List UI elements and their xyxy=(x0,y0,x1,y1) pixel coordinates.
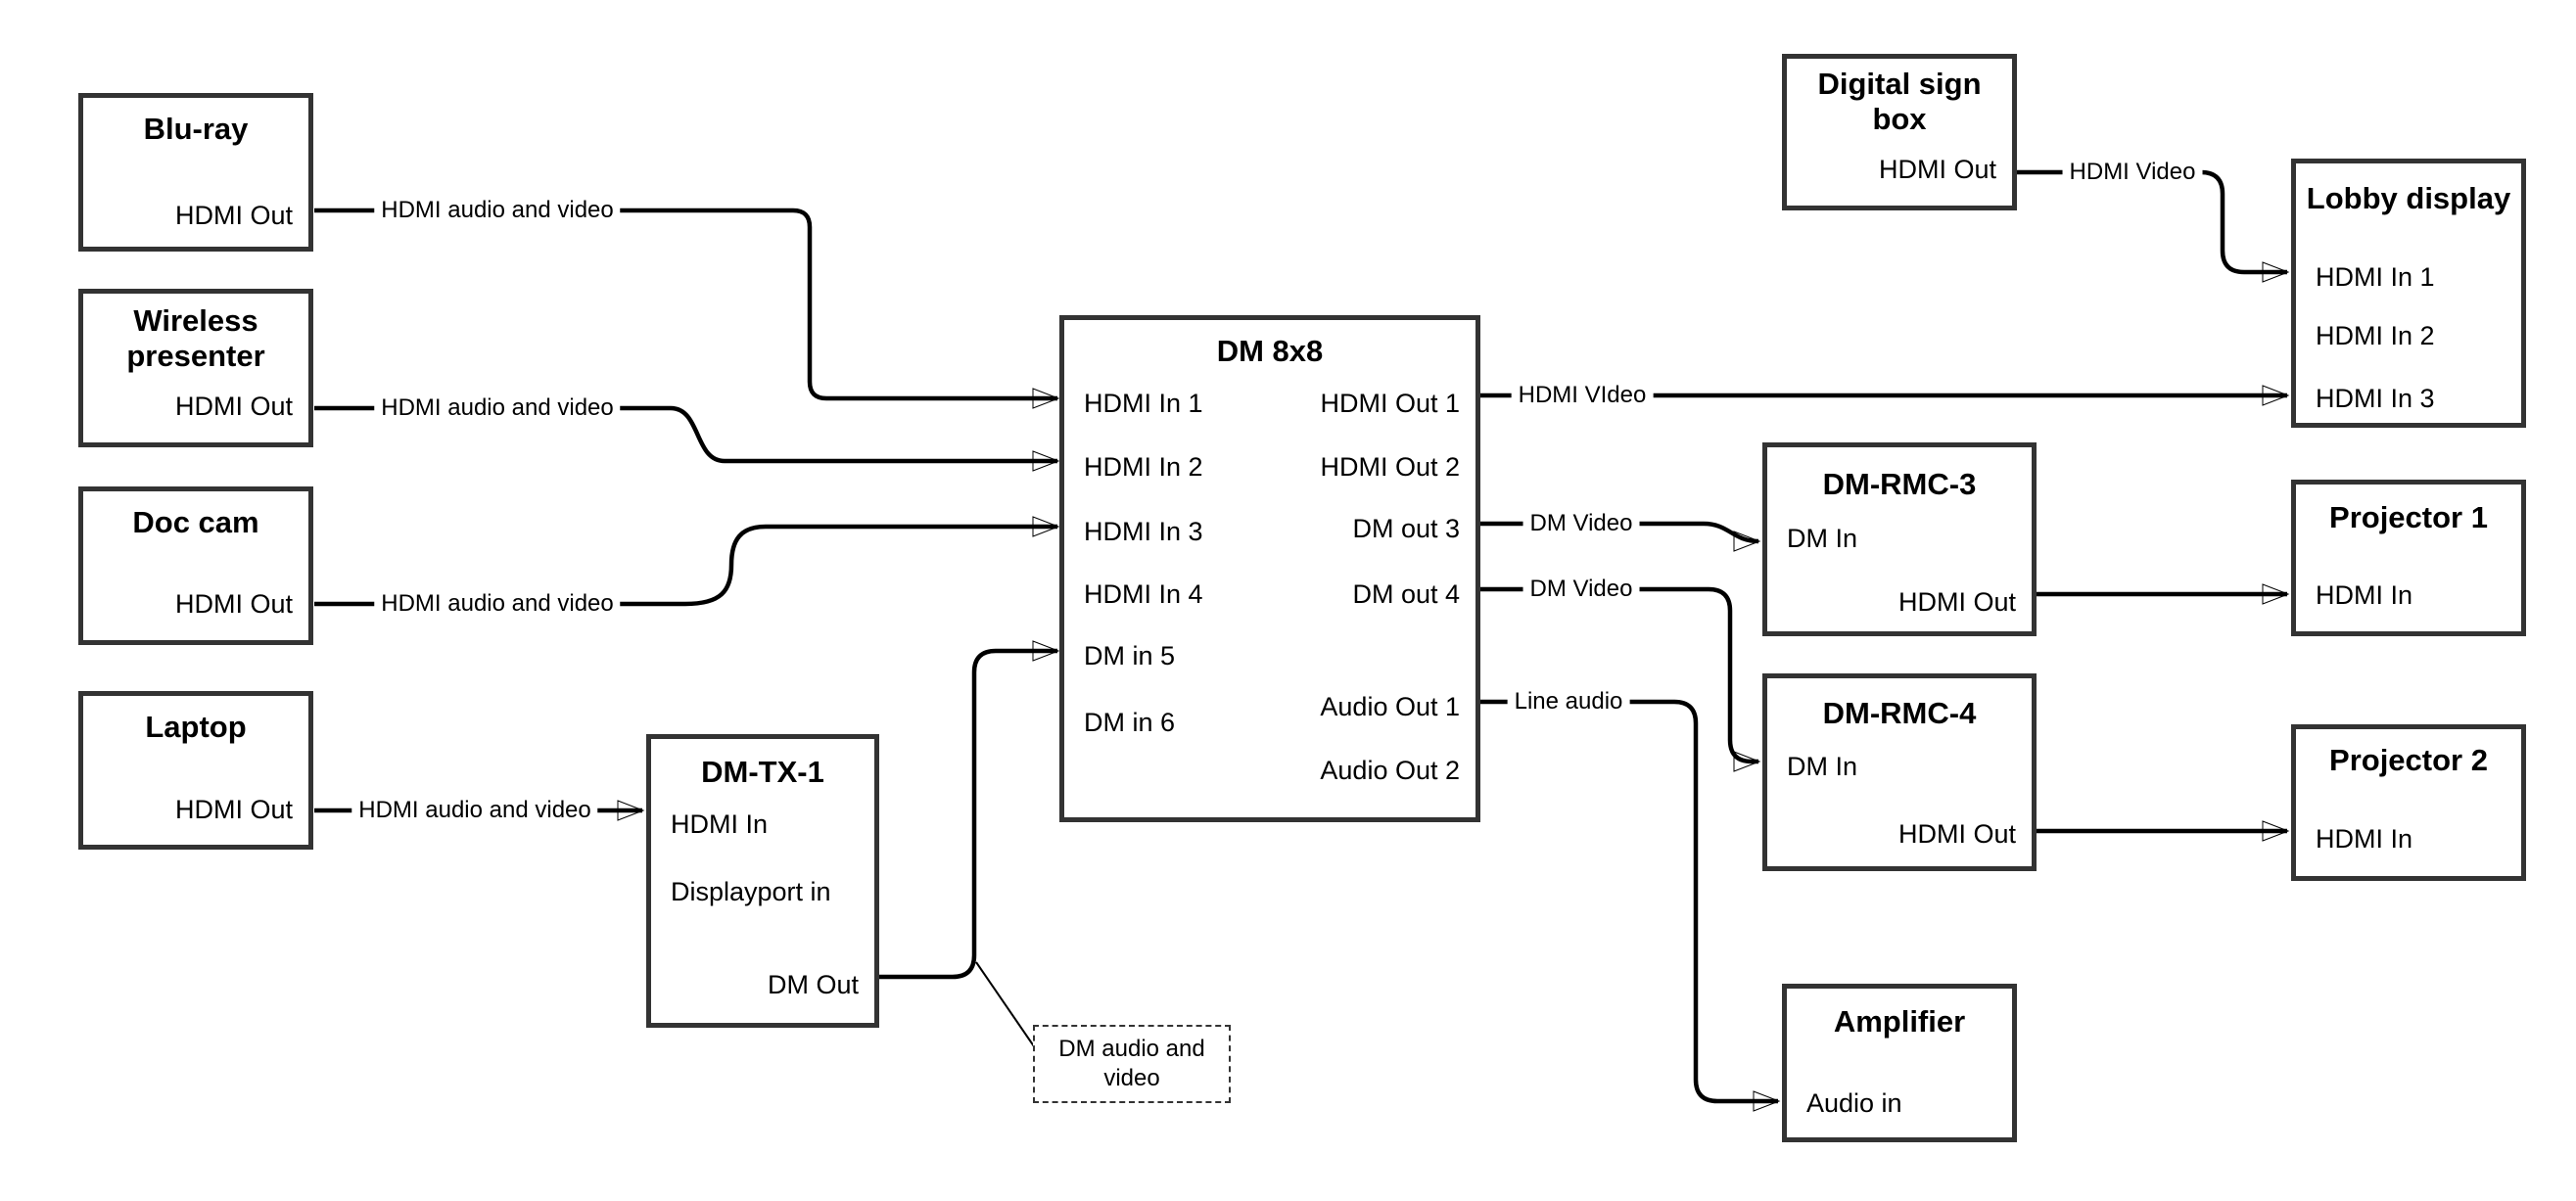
edge-label-line-audio: Line audio xyxy=(1507,688,1630,716)
wire-bluray-to-dm8x8-in1 xyxy=(314,208,1060,409)
node-doc-cam: Doc cam HDMI Out xyxy=(78,486,313,645)
wire-doccam-to-dm8x8-in3 xyxy=(314,516,1060,607)
wire-dmtx1-to-dm8x8-in5 xyxy=(879,640,1060,980)
port-dmrmc3-hdmi-out: HDMI Out xyxy=(1897,587,2016,617)
node-projector-1: Projector 1 HDMI In xyxy=(2291,480,2526,636)
edge-label-wireless: HDMI audio and video xyxy=(374,394,621,422)
port-dm8x8-hdmi-out-1: HDMI Out 1 xyxy=(1320,389,1460,418)
port-dmtx1-dm-out: DM Out xyxy=(767,970,859,999)
callout-leader-line xyxy=(975,961,1035,1047)
port-dmrmc4-hdmi-out: HDMI Out xyxy=(1897,819,2016,849)
port-dmrmc4-dm-in: DM In xyxy=(1787,752,1858,781)
port-dmtx1-hdmi-in: HDMI In xyxy=(671,809,769,839)
edge-label-bluray: HDMI audio and video xyxy=(374,197,621,224)
node-dm-8x8-title: DM 8x8 xyxy=(1216,334,1324,368)
port-dm8x8-hdmi-in-4: HDMI In 4 xyxy=(1084,579,1203,609)
port-lobby-hdmi-in-2: HDMI In 2 xyxy=(2316,321,2435,350)
port-wireless-hdmi-out: HDMI Out xyxy=(174,392,293,421)
port-bluray-hdmi-out: HDMI Out xyxy=(174,201,293,230)
port-dm8x8-dm-in-5: DM in 5 xyxy=(1084,641,1176,670)
port-dmtx1-displayport-in: Displayport in xyxy=(671,877,831,906)
edge-label-doccam: HDMI audio and video xyxy=(374,590,621,618)
port-lobby-hdmi-in-3: HDMI In 3 xyxy=(2316,384,2435,413)
node-dm-tx-1: DM-TX-1 HDMI In Displayport in DM Out xyxy=(646,734,879,1028)
node-dm-8x8: DM 8x8 HDMI In 1 HDMI In 2 HDMI In 3 HDM… xyxy=(1059,315,1480,822)
port-dm8x8-hdmi-out-2: HDMI Out 2 xyxy=(1320,452,1460,482)
port-dm8x8-audio-out-1: Audio Out 1 xyxy=(1320,692,1460,721)
wire-wireless-to-dm8x8-in2 xyxy=(314,405,1060,472)
node-laptop-title: Laptop xyxy=(145,710,247,744)
port-laptop-hdmi-out: HDMI Out xyxy=(174,795,293,824)
node-dm-rmc-3-title: DM-RMC-3 xyxy=(1822,467,1977,501)
node-lobby-display-title: Lobby display xyxy=(2306,181,2511,215)
port-dm8x8-audio-out-2: Audio Out 2 xyxy=(1320,756,1460,785)
node-dm-rmc-3: DM-RMC-3 DM In HDMI Out xyxy=(1762,442,2037,636)
node-bluray-title: Blu-ray xyxy=(143,112,249,146)
node-amplifier: Amplifier Audio in xyxy=(1782,984,2017,1142)
node-bluray: Blu-ray HDMI Out xyxy=(78,93,313,252)
edge-label-dm-video-4: DM Video xyxy=(1522,576,1640,603)
node-laptop: Laptop HDMI Out xyxy=(78,691,313,850)
port-dm8x8-dm-out-4: DM out 4 xyxy=(1352,579,1460,609)
port-lobby-hdmi-in-1: HDMI In 1 xyxy=(2316,262,2435,292)
node-dm-tx-1-title: DM-TX-1 xyxy=(701,755,824,789)
node-amplifier-title: Amplifier xyxy=(1833,1004,1966,1039)
port-doccam-hdmi-out: HDMI Out xyxy=(174,589,293,619)
port-dmrmc3-dm-in: DM In xyxy=(1787,524,1858,553)
wire-dm8x8-out3-to-dmrmc3 xyxy=(1480,521,1761,552)
node-projector-2: Projector 2 HDMI In xyxy=(2291,724,2526,881)
port-projector1-hdmi-in: HDMI In xyxy=(2316,580,2413,610)
wire-dm8x8-out4-to-dmrmc4 xyxy=(1480,586,1761,772)
node-digital-sign-box-title: Digital sign box xyxy=(1817,67,1982,136)
node-projector-1-title: Projector 1 xyxy=(2329,500,2488,534)
node-lobby-display: Lobby display HDMI In 1 HDMI In 2 HDMI I… xyxy=(2291,159,2526,428)
port-dm8x8-hdmi-in-3: HDMI In 3 xyxy=(1084,517,1203,546)
port-dm8x8-hdmi-in-1: HDMI In 1 xyxy=(1084,389,1203,418)
port-dm8x8-dm-in-6: DM in 6 xyxy=(1084,708,1176,737)
node-wireless-presenter: Wireless presenter HDMI Out xyxy=(78,289,313,447)
node-digital-sign-box: Digital sign box HDMI Out xyxy=(1782,54,2017,210)
edge-label-hdmi-video-sign: HDMI Video xyxy=(2062,159,2203,186)
port-amplifier-audio-in: Audio in xyxy=(1806,1088,1902,1118)
callout-dm-audio-and-video: DM audio and video xyxy=(1033,1025,1231,1103)
node-projector-2-title: Projector 2 xyxy=(2329,743,2488,777)
node-doc-cam-title: Doc cam xyxy=(132,505,259,539)
wire-dm8x8-audio1-to-amplifier xyxy=(1480,699,1781,1112)
edge-label-hdmi-video-out1: HDMI VIdeo xyxy=(1511,382,1654,409)
node-dm-rmc-4: DM-RMC-4 DM In HDMI Out xyxy=(1762,673,2037,871)
port-digitalsign-hdmi-out: HDMI Out xyxy=(1878,155,1996,184)
port-dm8x8-hdmi-in-2: HDMI In 2 xyxy=(1084,452,1203,482)
node-wireless-presenter-title: Wireless presenter xyxy=(126,303,265,373)
port-dm8x8-dm-out-3: DM out 3 xyxy=(1352,514,1460,543)
port-projector2-hdmi-in: HDMI In xyxy=(2316,824,2413,854)
edge-label-dm-video-3: DM Video xyxy=(1522,510,1640,537)
wire-digitalsign-to-lobby-in1 xyxy=(2017,169,2290,283)
node-dm-rmc-4-title: DM-RMC-4 xyxy=(1822,696,1977,730)
edge-label-laptop: HDMI audio and video xyxy=(351,797,598,824)
